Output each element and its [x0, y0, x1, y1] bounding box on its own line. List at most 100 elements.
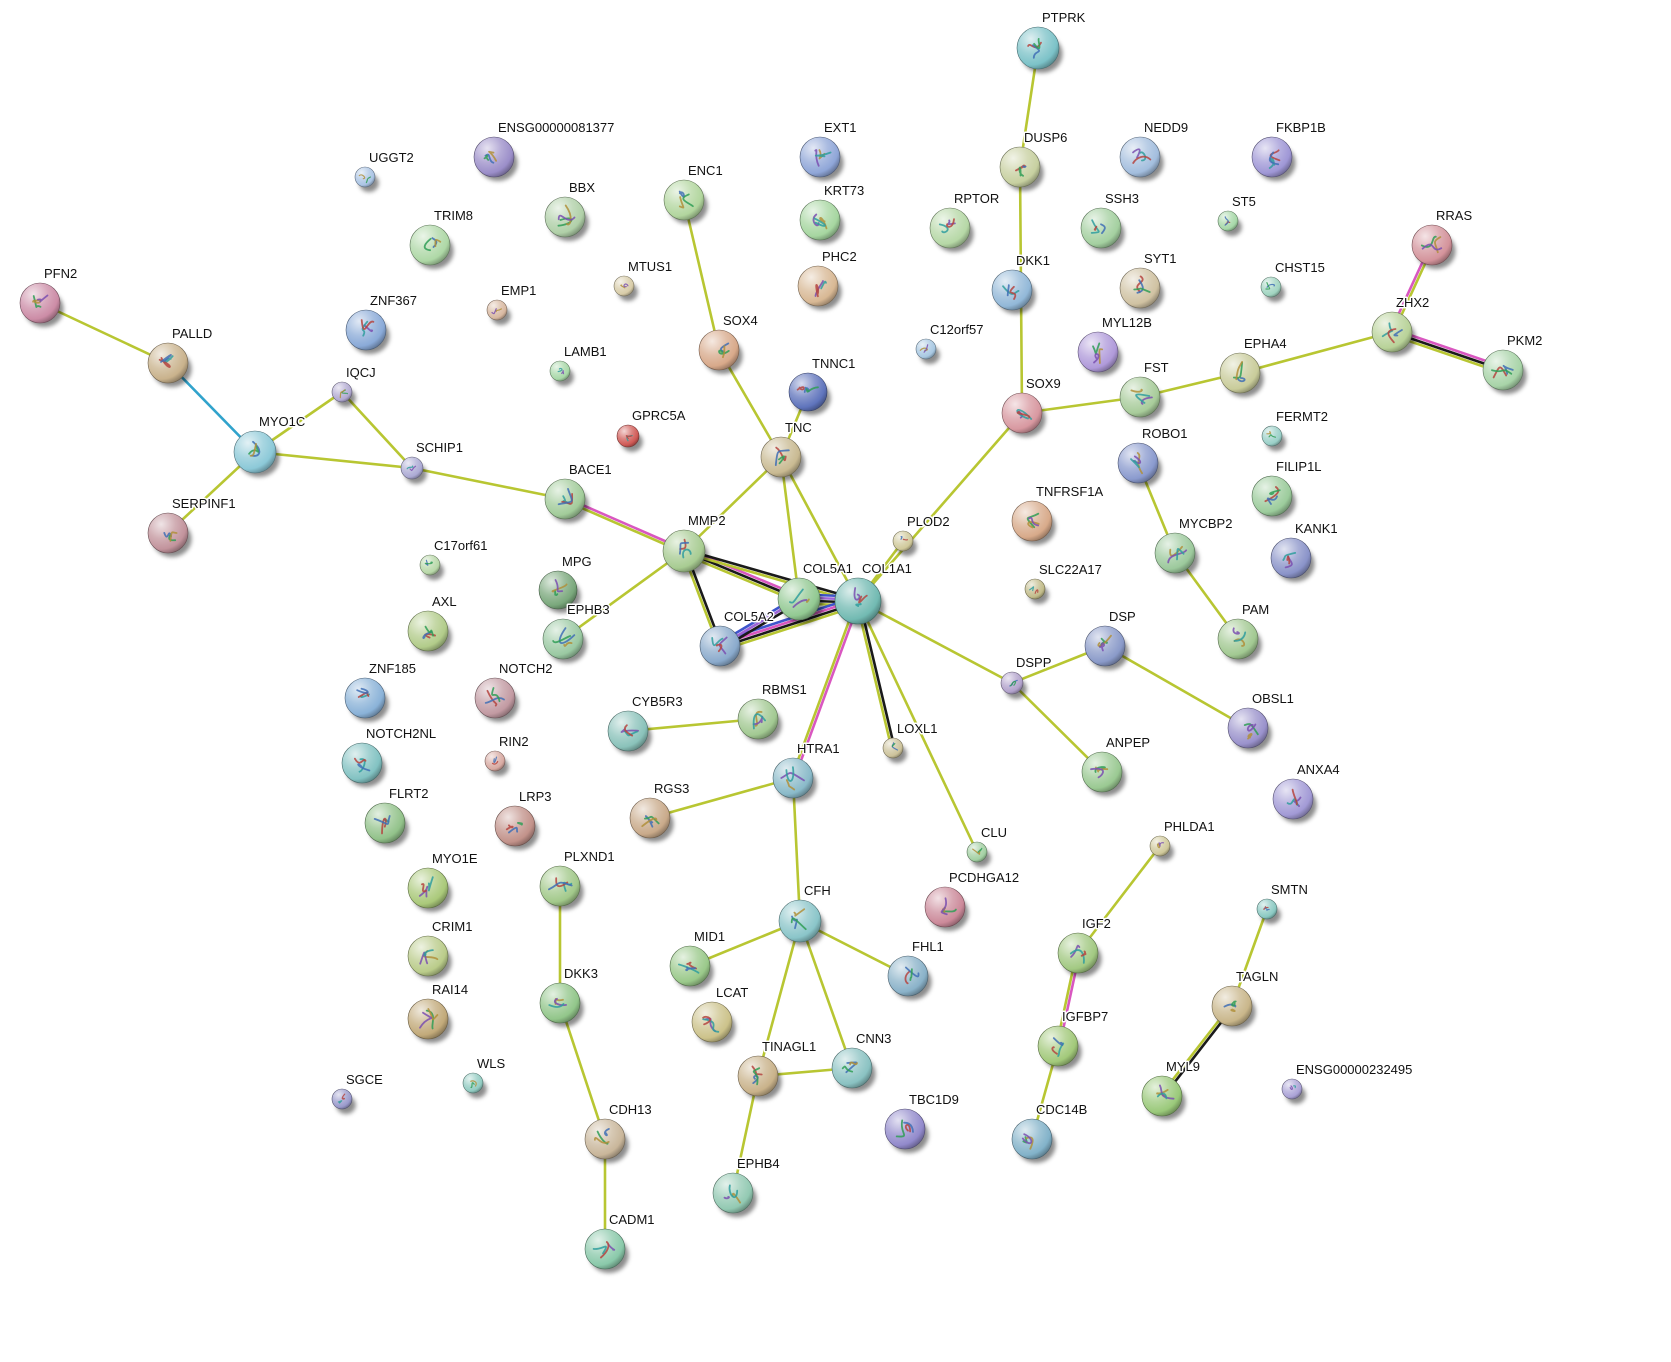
node-RRAS[interactable]: [1411, 224, 1456, 269]
edge-COL5A2-COL1A1-textmining[interactable]: [720, 603, 861, 652]
node-ZHX2[interactable]: [1371, 311, 1416, 356]
node-MYO1C[interactable]: [233, 430, 280, 477]
edge-COL1A1-HTRA1-textmining[interactable]: [790, 599, 858, 779]
node-CNN3[interactable]: [831, 1047, 876, 1092]
node-SGCE[interactable]: [331, 1088, 356, 1114]
node-EPHA4[interactable]: [1219, 352, 1264, 397]
edge-MMP2-COL1A1-coexpression[interactable]: [683, 548, 860, 601]
node-MYCBP2[interactable]: [1154, 532, 1199, 577]
node-SMTN[interactable]: [1256, 898, 1281, 924]
node-FLRT2[interactable]: [364, 802, 409, 847]
node-TRIM8[interactable]: [409, 224, 454, 269]
node-HTRA1[interactable]: [772, 757, 817, 802]
node-TBC1D9[interactable]: [884, 1108, 929, 1153]
edge-SCHIP1-BACE1-textmining[interactable]: [410, 466, 567, 501]
node-CHST15[interactable]: [1260, 276, 1285, 302]
edge-CYB5R3-RBMS1-textmining[interactable]: [626, 717, 760, 733]
node-SOX9[interactable]: [1001, 392, 1046, 437]
node-UGGT2[interactable]: [354, 166, 379, 192]
node-LCAT[interactable]: [691, 1001, 736, 1046]
node-PTPRK[interactable]: [1016, 26, 1063, 73]
node-KRT73[interactable]: [799, 199, 844, 244]
node-MYL12B[interactable]: [1077, 331, 1122, 376]
edge-MMP2-COL1A1-textmining[interactable]: [682, 551, 859, 604]
node-MPG[interactable]: [538, 570, 581, 614]
edge-SOX9-COL1A1-textmining[interactable]: [856, 411, 1024, 603]
node-MTUS1[interactable]: [613, 275, 638, 301]
node-KANK1[interactable]: [1270, 537, 1315, 582]
edge-ENC1-SOX4-textmining[interactable]: [682, 198, 721, 352]
node-SSH3[interactable]: [1080, 207, 1125, 252]
node-ANPEP[interactable]: [1081, 751, 1126, 796]
node-NEDD9[interactable]: [1119, 136, 1164, 181]
node-CFH[interactable]: [778, 899, 825, 946]
node-RBMS1[interactable]: [737, 698, 782, 743]
node-PALLD[interactable]: [147, 342, 192, 387]
edge-IGF2-PHLDA1-textmining[interactable]: [1076, 844, 1162, 955]
node-C12orf57[interactable]: [915, 338, 940, 364]
node-RGS3[interactable]: [629, 797, 674, 842]
node-CADM1[interactable]: [584, 1228, 629, 1273]
node-FILIP1L[interactable]: [1251, 475, 1296, 520]
node-MYL9[interactable]: [1141, 1075, 1186, 1120]
node-PCDHGA12[interactable]: [924, 886, 969, 931]
edge-EPHA4-ZHX2-textmining[interactable]: [1238, 330, 1394, 375]
edge-IQCJ-SCHIP1-textmining[interactable]: [340, 390, 414, 470]
node-DSPP[interactable]: [1000, 671, 1027, 699]
node-LAMB1[interactable]: [549, 360, 574, 386]
node-TNFRSF1A[interactable]: [1011, 500, 1056, 545]
node-COL5A1[interactable]: [777, 577, 824, 624]
node-EMP1[interactable]: [486, 299, 511, 325]
node-RAI14[interactable]: [407, 998, 452, 1043]
node-ENSG00000081377[interactable]: [473, 136, 518, 181]
node-EPHB3[interactable]: [542, 618, 587, 663]
node-ENC1[interactable]: [663, 179, 708, 224]
edge-DSPP-ANPEP-textmining[interactable]: [1010, 681, 1104, 774]
node-DKK3[interactable]: [539, 982, 584, 1027]
node-PFN2[interactable]: [19, 282, 64, 327]
node-SERPINF1[interactable]: [147, 512, 192, 557]
edge-COL1A1-DSPP-textmining[interactable]: [856, 599, 1014, 685]
node-PHLDA1[interactable]: [1149, 835, 1174, 861]
node-OBSL1[interactable]: [1227, 707, 1272, 752]
node-TNC[interactable]: [760, 436, 805, 481]
node-WLS[interactable]: [462, 1072, 487, 1098]
node-DKK1[interactable]: [991, 269, 1036, 314]
node-FHL1[interactable]: [887, 955, 932, 1000]
node-TINAGL1[interactable]: [737, 1055, 782, 1100]
node-ST5[interactable]: [1217, 210, 1242, 236]
node-CLU[interactable]: [966, 841, 991, 867]
node-TAGLN[interactable]: [1211, 985, 1256, 1030]
node-MID1[interactable]: [669, 945, 714, 990]
node-EXT1[interactable]: [799, 136, 844, 181]
node-RPTOR[interactable]: [929, 207, 974, 252]
node-ZNF367[interactable]: [345, 309, 390, 354]
edge-RGS3-HTRA1-textmining[interactable]: [648, 776, 795, 820]
node-SOX4[interactable]: [698, 329, 743, 374]
node-DUSP6[interactable]: [999, 146, 1044, 191]
node-SLC22A17[interactable]: [1024, 578, 1049, 604]
node-ANXA4[interactable]: [1272, 778, 1317, 823]
node-ZNF185[interactable]: [344, 677, 389, 722]
node-GPRC5A[interactable]: [616, 424, 643, 452]
edge-HTRA1-CFH-textmining[interactable]: [791, 776, 802, 923]
node-SCHIP1[interactable]: [400, 456, 427, 484]
edge-COL5A2-COL1A1-coexpression[interactable]: [719, 601, 860, 649]
node-DSP[interactable]: [1084, 625, 1129, 670]
node-PLXND1[interactable]: [539, 865, 584, 910]
edge-MYO1C-SCHIP1-textmining[interactable]: [253, 450, 414, 470]
node-FERMT2[interactable]: [1261, 425, 1286, 451]
node-FKBP1B[interactable]: [1251, 136, 1296, 181]
node-SYT1[interactable]: [1119, 267, 1164, 312]
node-RIN2[interactable]: [484, 750, 509, 776]
node-NOTCH2NL[interactable]: [341, 742, 386, 787]
node-PAM[interactable]: [1217, 618, 1262, 663]
edge-CFH-TINAGL1-textmining[interactable]: [756, 919, 802, 1078]
node-IQCJ[interactable]: [331, 381, 356, 407]
node-IGF2[interactable]: [1057, 932, 1102, 977]
node-LOXL1[interactable]: [882, 737, 907, 763]
node-C17orf61[interactable]: [419, 554, 444, 580]
node-MMP2[interactable]: [662, 529, 709, 576]
edge-MMP2-EPHB3-textmining[interactable]: [561, 549, 686, 641]
node-CRIM1[interactable]: [407, 935, 452, 980]
